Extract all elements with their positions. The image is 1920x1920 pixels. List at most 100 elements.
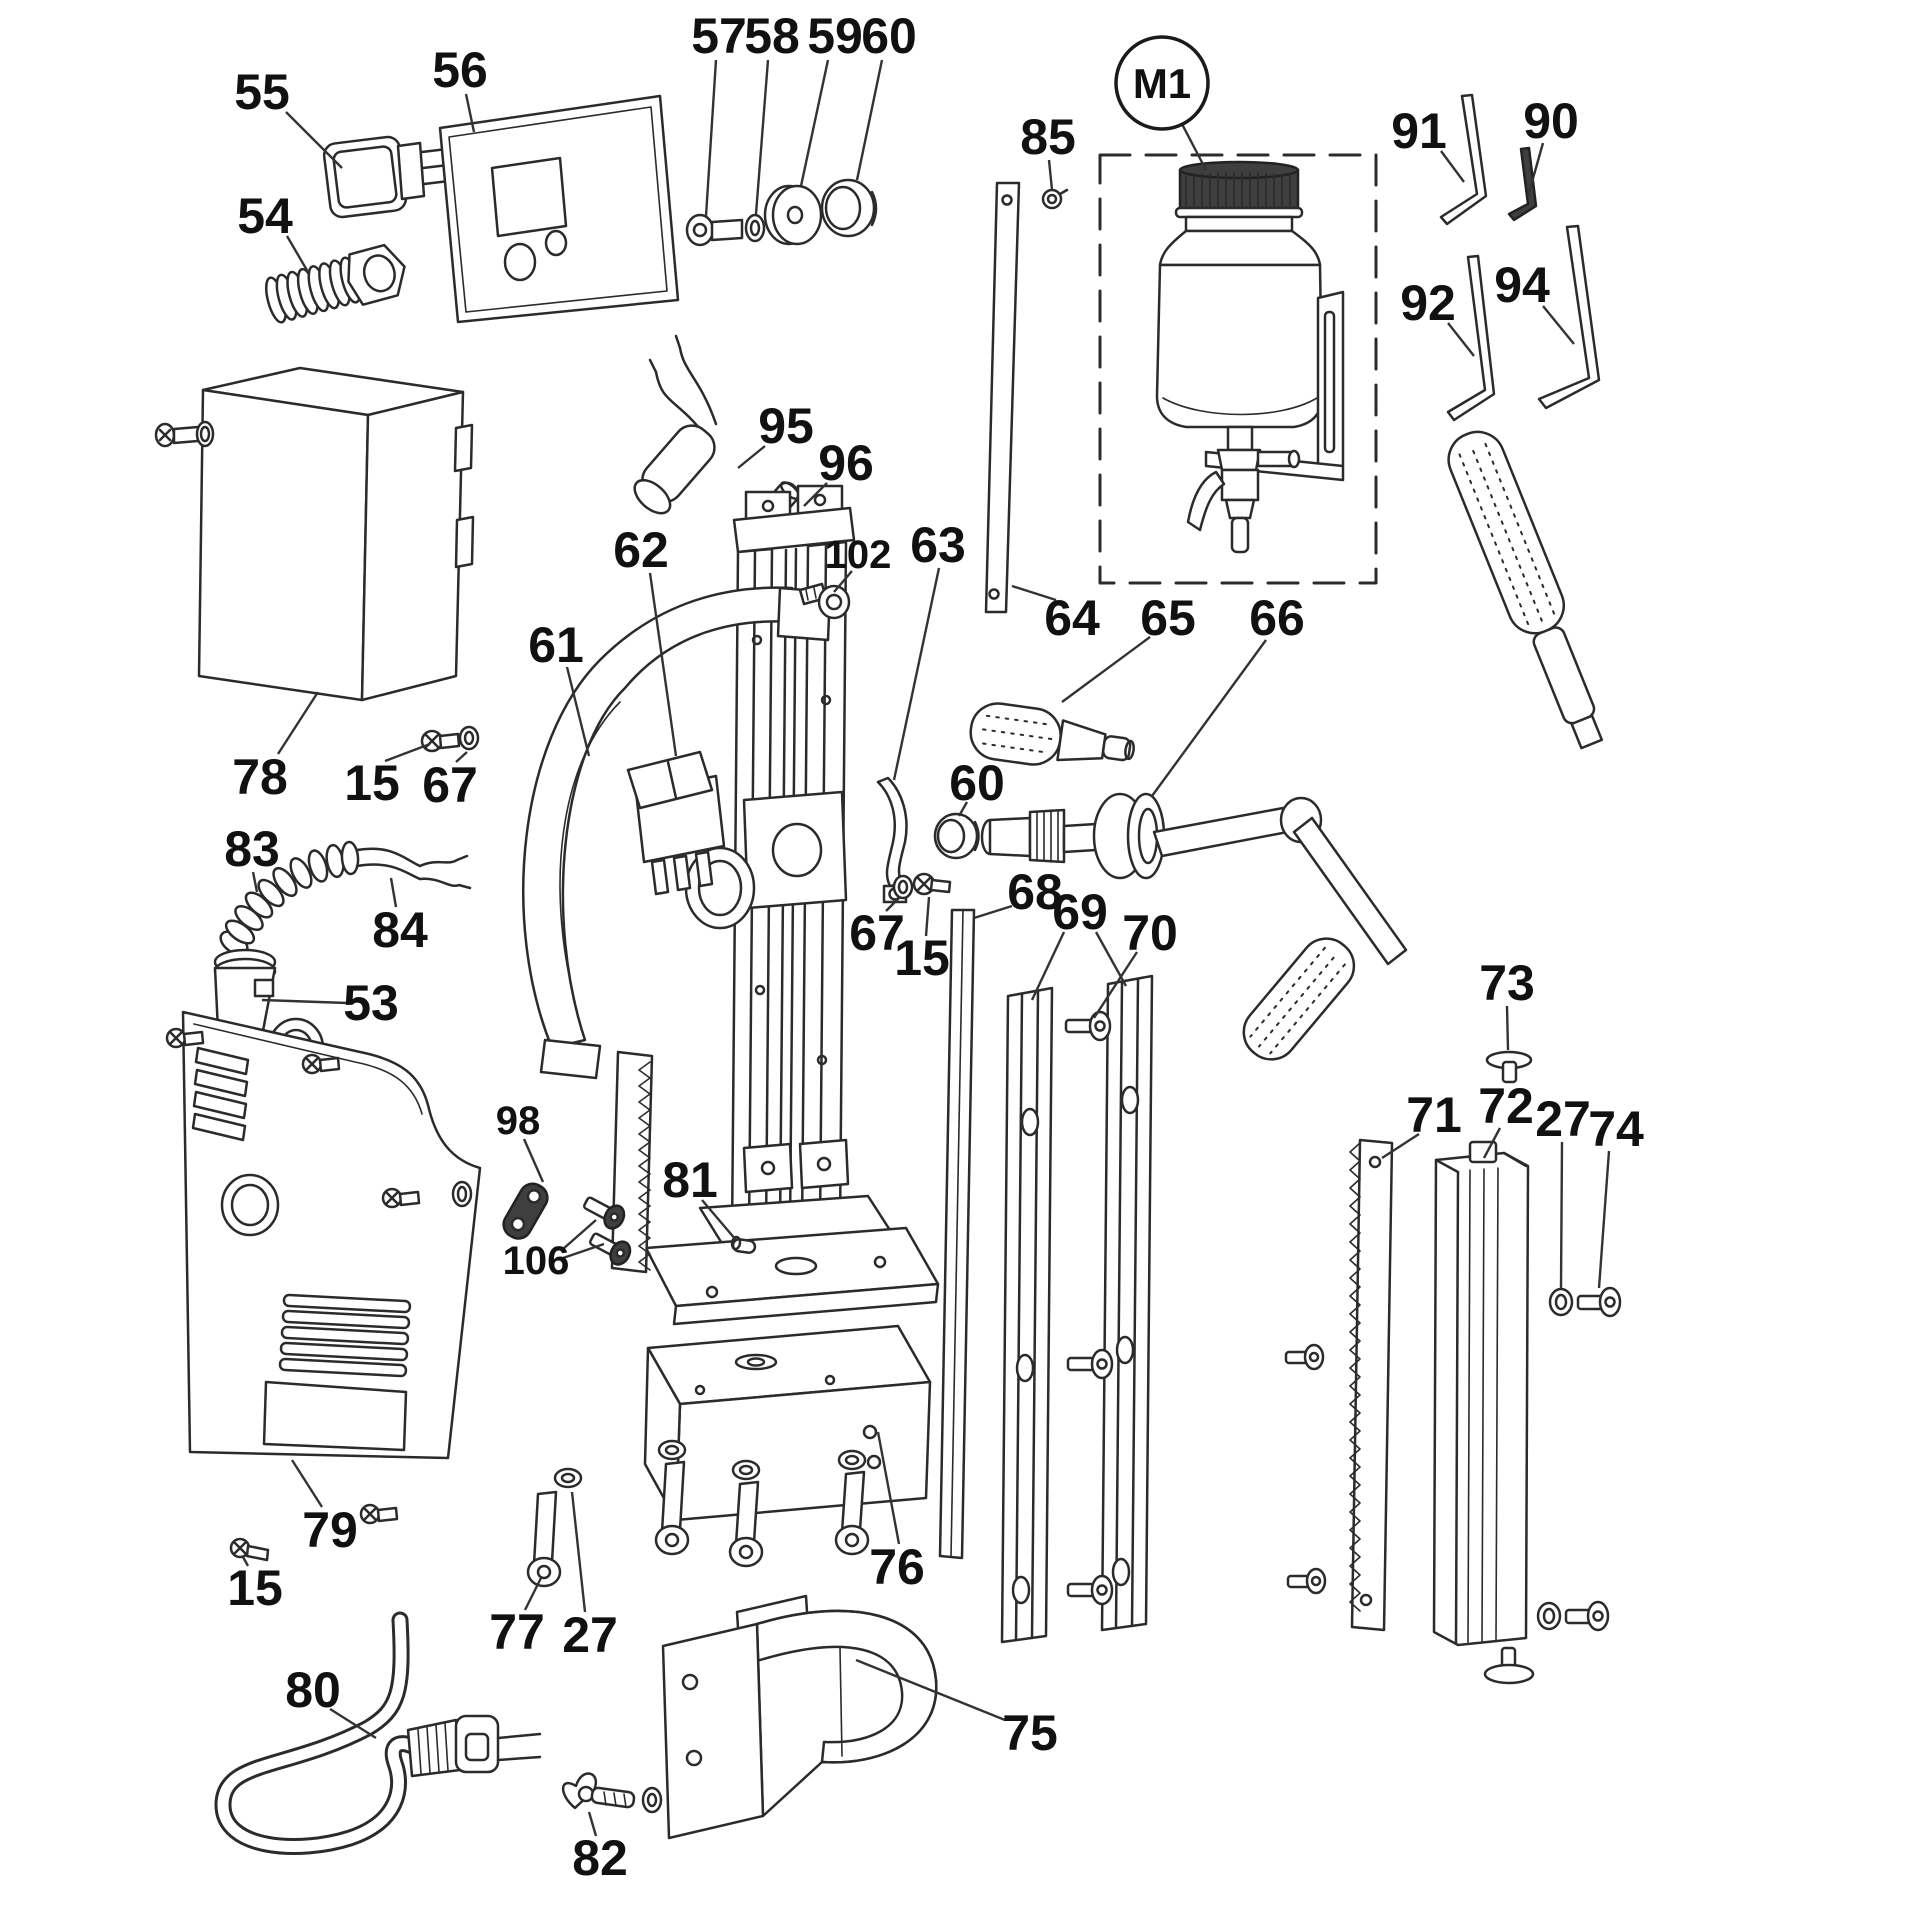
- callout-number-74: 74: [1588, 1101, 1644, 1157]
- part-m1-coolant-bottle-assembly: [1098, 153, 1378, 585]
- leader-line-56: [464, 93, 476, 133]
- callout-82-47: 82: [572, 1811, 628, 1886]
- callout-80-46: 80: [285, 1662, 377, 1740]
- callout-92-11: 92: [1400, 275, 1475, 357]
- part-72-extrusion-rail: [1432, 1140, 1530, 1647]
- panel-screws: [165, 1027, 421, 1525]
- callout-15-30: 15: [894, 896, 950, 986]
- leader-line-106: [562, 1219, 597, 1250]
- leader-line-68: [973, 904, 1013, 920]
- part-98-cable-clamp: [502, 1182, 549, 1240]
- callout-number-96: 96: [818, 435, 874, 491]
- bottle-body: [1155, 229, 1324, 429]
- callout-number-27: 27: [562, 1607, 618, 1663]
- leader-line-55: [285, 111, 343, 169]
- leader-line-74: [1597, 1150, 1611, 1289]
- part-59-flat-washer: [763, 184, 823, 246]
- callout-84-17: 84: [372, 877, 428, 958]
- callout-number-53: 53: [343, 975, 399, 1031]
- part-27-washer-top: [1548, 1287, 1574, 1317]
- leader-line-95: [737, 445, 766, 469]
- leader-line-92: [1447, 322, 1475, 357]
- callout-64-25: 64: [1011, 584, 1100, 646]
- callout-106-40: 106: [503, 1219, 605, 1283]
- leader-line-76: [876, 1431, 901, 1545]
- leader-line-54: [285, 235, 310, 273]
- callout-number-67: 67: [422, 757, 478, 813]
- leader-line-61: [565, 666, 591, 757]
- part-64-flat-bar: [984, 181, 1021, 614]
- callout-95-19: 95: [737, 398, 814, 469]
- leader-line-81: [701, 1199, 737, 1241]
- part-80-power-cord: [214, 1611, 542, 1855]
- part-column-stand-assembly: [610, 484, 940, 1326]
- leader-line-53: [261, 998, 348, 1005]
- leader-line-59: [799, 59, 830, 187]
- callout-number-68: 68: [1007, 864, 1063, 920]
- callout-number-72: 72: [1478, 1078, 1534, 1134]
- callout-number-85: 85: [1020, 109, 1076, 165]
- leader-line-80: [329, 1707, 377, 1740]
- callout-number-79: 79: [302, 1502, 358, 1558]
- leader-line-85: [1047, 159, 1054, 191]
- callout-number-102: 102: [825, 533, 892, 577]
- part-81-pin: [730, 1235, 757, 1254]
- callout-85-7: 85: [1020, 109, 1076, 191]
- callout-74-38: 74: [1588, 1101, 1644, 1289]
- callout-number-73: 73: [1479, 955, 1535, 1011]
- callout-number-59: 59: [807, 8, 863, 64]
- part-66-pinion-shaft-hub: [980, 792, 1408, 1061]
- bottle-valve: [1186, 425, 1301, 554]
- part-106-screws: [582, 1196, 632, 1266]
- callout-number-62: 62: [613, 522, 669, 578]
- callout-66-27: 66: [1151, 590, 1305, 797]
- callout-15-43: 15: [227, 1556, 283, 1616]
- leader-line-79: [290, 1459, 324, 1508]
- callout-number-81: 81: [662, 1152, 718, 1208]
- part-60-bushing-b: [933, 812, 980, 860]
- leader-line-67: [885, 897, 900, 912]
- leader-line-58: [754, 59, 770, 215]
- part-69-guide-rail-left: [1000, 986, 1054, 1644]
- part-69-guide-rail-right: [1100, 974, 1154, 1632]
- callout-number-92: 92: [1400, 275, 1456, 331]
- part-57-socket-screw: [685, 213, 744, 247]
- callout-60-6: 60: [855, 8, 917, 181]
- part-62-rocker-switch: [626, 750, 726, 896]
- part-75-strap: [661, 1594, 938, 1840]
- callout-62-21: 62: [613, 522, 678, 757]
- part-74-screw-top: [1576, 1286, 1622, 1318]
- part-65-handle-tool: [969, 702, 1135, 766]
- part-77-bolt: [526, 1467, 583, 1588]
- part-94-hex-key: [1537, 224, 1601, 410]
- part-79-side-cover-panel: [181, 1010, 482, 1460]
- callout-number-95: 95: [758, 398, 814, 454]
- part-68-flat-strip: [938, 908, 976, 1560]
- callout-number-56: 56: [432, 42, 488, 98]
- callout-number-82: 82: [572, 1830, 628, 1886]
- callout-number-57: 57: [691, 8, 747, 64]
- carriage-gib-strip: [610, 1050, 654, 1274]
- callout-98-39: 98: [496, 1099, 545, 1183]
- callout-number-78: 78: [232, 749, 288, 805]
- callout-96-20: 96: [803, 435, 874, 507]
- callout-number-15: 15: [344, 755, 400, 811]
- callout-number-67: 67: [849, 905, 905, 961]
- part-90-hex-key: [1507, 146, 1538, 222]
- callout-65-26: 65: [1061, 590, 1196, 703]
- leader-line-64: [1011, 584, 1057, 602]
- part-95-capacitor: [633, 334, 718, 515]
- leader-line-62: [648, 572, 678, 757]
- callout-number-58: 58: [744, 8, 800, 64]
- leader-line-96: [803, 482, 828, 507]
- part-54-strain-relief: [264, 243, 406, 324]
- leader-line-65: [1061, 636, 1151, 703]
- leader-line-98: [522, 1138, 545, 1183]
- callout-number-65: 65: [1140, 590, 1196, 646]
- part-76-base-block: [643, 1324, 932, 1522]
- callout-78-13: 78: [232, 691, 320, 805]
- callout-56-2: 56: [432, 42, 488, 133]
- callout-number-66: 66: [1249, 590, 1305, 646]
- leader-line-75: [855, 1658, 1006, 1722]
- loose-screws-left-of-rack: [1284, 1343, 1327, 1595]
